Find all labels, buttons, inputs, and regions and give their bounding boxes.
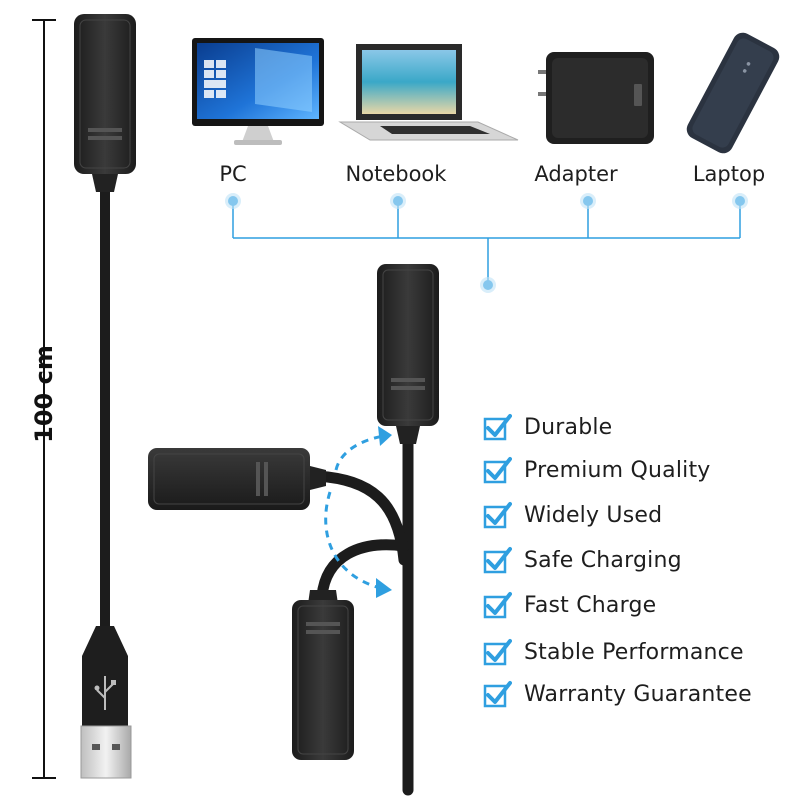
device-label-laptop: Laptop xyxy=(692,162,766,186)
feature-label: Premium Quality xyxy=(524,457,711,483)
device-connection-lines xyxy=(232,201,741,285)
arrow-up-icon xyxy=(378,426,392,446)
cable-length-label: 100 cm xyxy=(30,345,58,443)
top-clip-connector xyxy=(74,14,136,192)
checkbox-checked-icon xyxy=(483,414,512,441)
checkbox-checked-icon xyxy=(483,457,512,484)
feature-item: Stable Performance xyxy=(482,634,744,670)
device-label-notebook: Notebook xyxy=(345,162,447,186)
notebook-laptop-icon xyxy=(338,44,519,141)
feature-item: Warranty Guarantee xyxy=(482,676,752,712)
wall-adapter-icon xyxy=(538,52,654,144)
checkbox-checked-icon xyxy=(483,592,512,619)
feature-item: Fast Charge xyxy=(482,587,656,623)
arrow-down-icon xyxy=(376,578,392,598)
checkbox-checked-icon xyxy=(483,547,512,574)
lower-clip-connector xyxy=(292,590,354,760)
feature-label: Stable Performance xyxy=(524,639,744,665)
feature-item: Safe Charging xyxy=(482,542,682,578)
feature-label: Warranty Guarantee xyxy=(524,681,752,707)
device-label-pc: PC xyxy=(219,162,247,186)
left-cable xyxy=(100,192,110,632)
checkbox-checked-icon xyxy=(483,681,512,708)
center-clip-connector xyxy=(377,264,439,444)
feature-label: Durable xyxy=(524,414,613,440)
feature-label: Widely Used xyxy=(524,502,663,528)
pc-monitor-icon xyxy=(192,38,324,145)
checkbox-checked-icon xyxy=(483,639,512,666)
horizontal-clip-connector xyxy=(148,448,326,510)
feature-label: Fast Charge xyxy=(524,592,657,618)
center-cables xyxy=(312,434,414,796)
feature-item: Durable xyxy=(482,409,612,445)
checkbox-checked-icon xyxy=(483,502,512,529)
device-label-adapter: Adapter xyxy=(534,162,618,186)
length-dimension-line xyxy=(32,19,56,779)
feature-item: Widely Used xyxy=(482,497,662,533)
usb-connector xyxy=(80,626,132,779)
feature-item: Premium Quality xyxy=(482,452,711,488)
power-bank-icon xyxy=(686,32,780,154)
rotation-arrows xyxy=(324,434,385,590)
feature-label: Safe Charging xyxy=(524,547,682,573)
